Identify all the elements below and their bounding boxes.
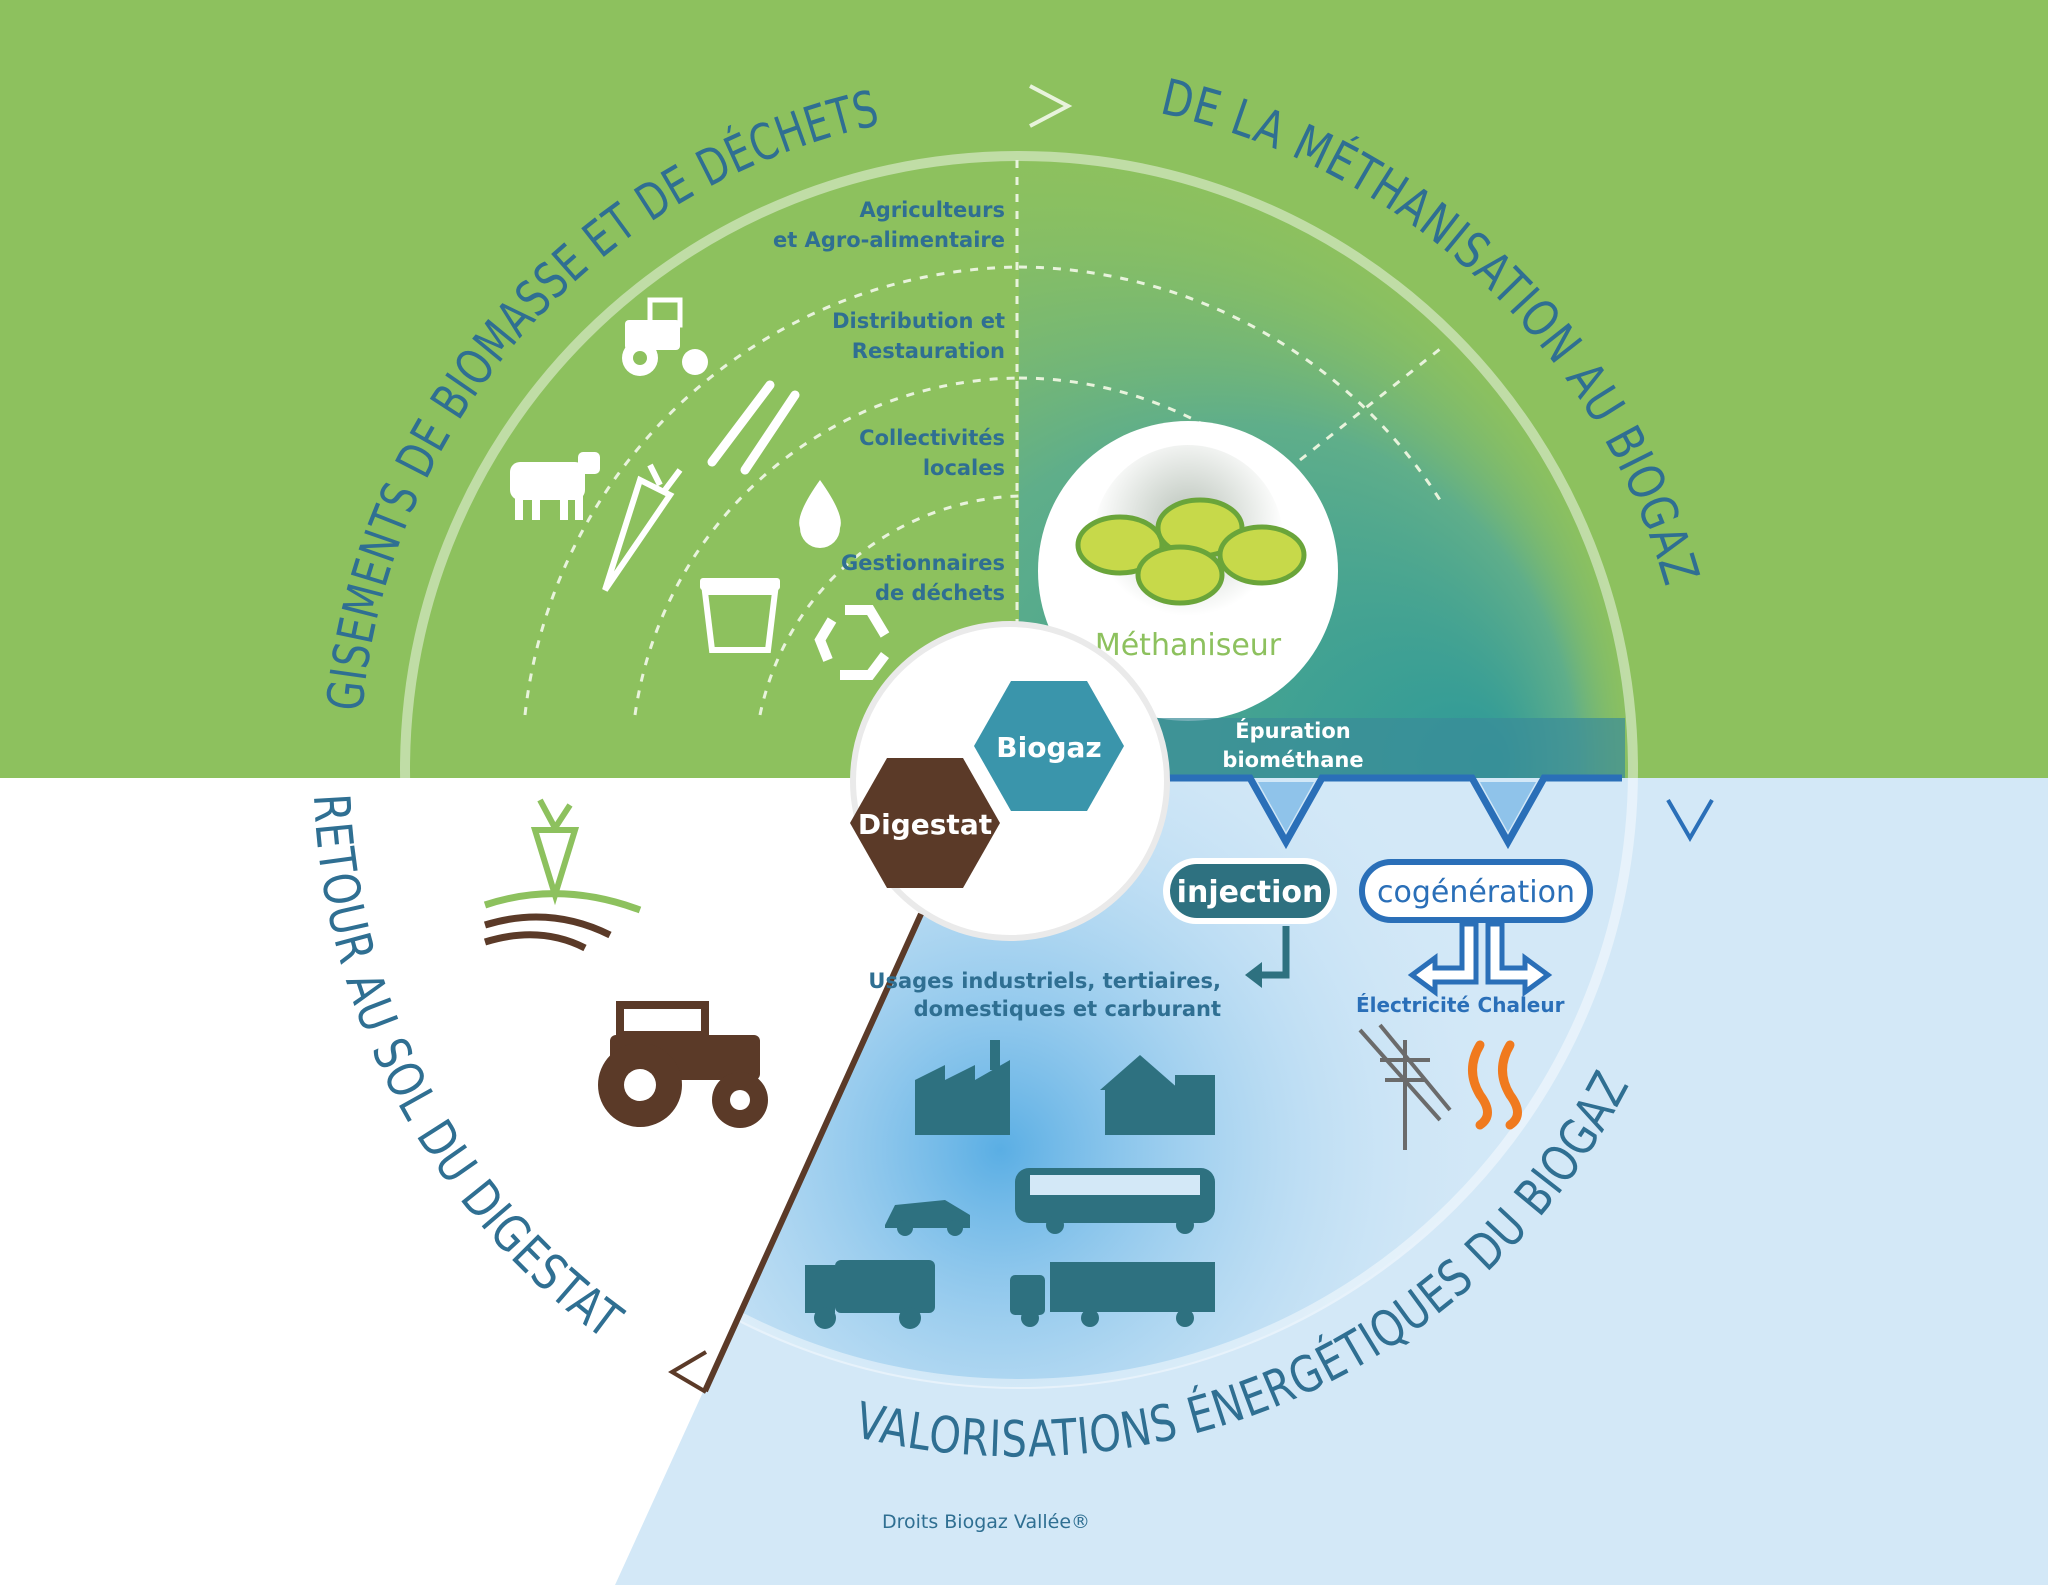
- house-icon: [1100, 1055, 1215, 1135]
- recycle-icon: [814, 605, 890, 680]
- cycle-ring: [400, 151, 1638, 1389]
- factory-icon: [915, 1040, 1010, 1135]
- sector-label-distribution-2: Restauration: [852, 339, 1005, 363]
- chaleur-label: Chaleur: [1478, 993, 1565, 1017]
- car-icon: [885, 1200, 970, 1236]
- digester-tanks-icon: [1075, 497, 1307, 606]
- usages-label-2: domestiques et carburant: [914, 997, 1221, 1021]
- cogeneration-pill: [1359, 859, 1593, 923]
- arrow-right-icon: [1029, 84, 1073, 128]
- sector-label-gestionnaires-2: de déchets: [875, 581, 1005, 605]
- digestat-label: Digestat: [858, 808, 992, 841]
- heat-waves-icon: [1468, 1040, 1522, 1130]
- sector-label-gestionnaires: Gestionnaires: [841, 551, 1005, 575]
- sector-label-distribution: Distribution et: [832, 309, 1005, 333]
- injection-pill: [1170, 864, 1330, 918]
- title-retour: RETOUR AU SOL DU DIGESTAT: [302, 792, 633, 1350]
- arrow-left-icon: [668, 1350, 708, 1394]
- methaniseur-label: Méthaniseur: [1095, 628, 1282, 663]
- biogaz-label: Biogaz: [996, 731, 1101, 764]
- injection-arrow-line: [1255, 926, 1290, 979]
- sector-label-agriculteurs: Agriculteurs: [859, 198, 1005, 222]
- epuration-label: Épuration: [1235, 718, 1350, 743]
- injection-arrow-icon: [1245, 962, 1262, 988]
- drop-icon: [799, 480, 841, 548]
- cutlery-icon: [707, 380, 800, 475]
- flow-notches: [1258, 782, 1536, 832]
- electricite-label: Électricité: [1356, 993, 1470, 1017]
- brown-tractor-icon: [598, 1001, 768, 1128]
- biomethane-flow-line: [1169, 774, 1622, 850]
- power-pylon-icon: [1358, 1023, 1452, 1150]
- digestat-hexagon: [850, 758, 1000, 888]
- tractor-icon: [622, 297, 708, 376]
- sector-label-agriculteurs-2: et Agro-alimentaire: [773, 228, 1005, 252]
- epuration-label-2: biométhane: [1222, 748, 1363, 772]
- biogaz-hexagon: [974, 681, 1124, 811]
- bus-icon: [1015, 1168, 1215, 1234]
- carrot-icon: [602, 463, 683, 592]
- sector-label-collectivites-2: locales: [923, 456, 1005, 480]
- cogeneration-label: cogénération: [1377, 875, 1575, 910]
- injection-label: injection: [1177, 875, 1324, 910]
- cogeneration-arrows-icon: [1407, 921, 1553, 997]
- arrow-down-icon: [1666, 798, 1714, 842]
- copyright-credit: Droits Biogaz Vallée®: [882, 1511, 1090, 1533]
- usages-label: Usages industriels, tertiaires,: [868, 969, 1221, 993]
- semi-truck-icon: [1010, 1262, 1215, 1327]
- epuration-band: [1140, 718, 1625, 778]
- sector-dividers: [523, 160, 1446, 730]
- digestat-divider: [702, 912, 924, 1393]
- cow-icon: [510, 452, 600, 520]
- garbage-truck-icon: [805, 1260, 935, 1329]
- carrot-field-icon: [483, 798, 642, 952]
- bin-icon: [700, 578, 780, 653]
- sector-label-collectivites: Collectivités: [859, 426, 1005, 450]
